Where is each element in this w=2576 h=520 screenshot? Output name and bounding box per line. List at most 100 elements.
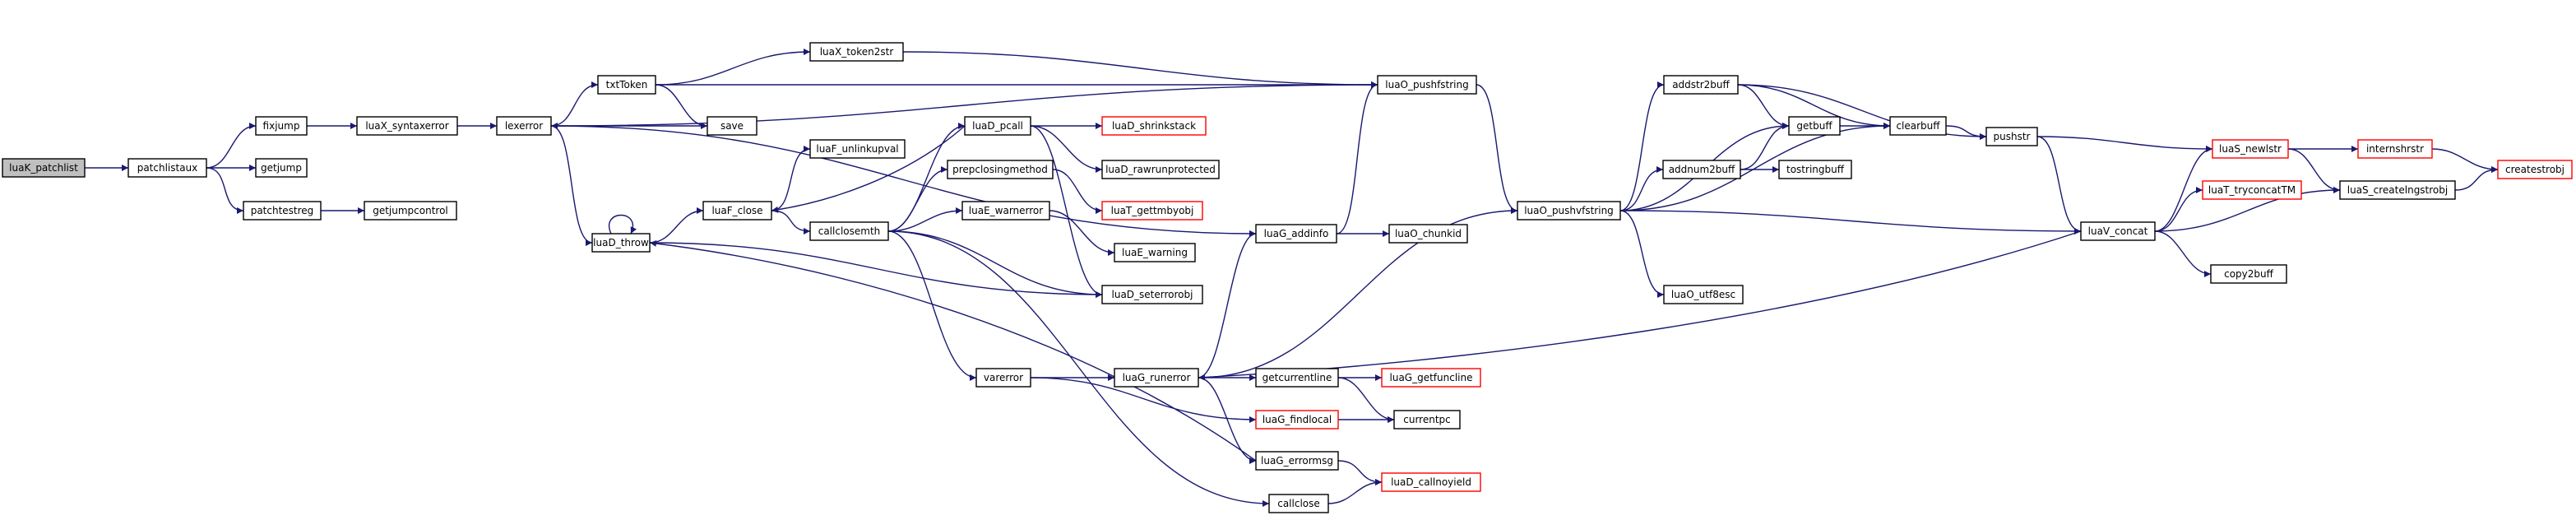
node-label: callclosemth [818,225,881,237]
node-getjump[interactable]: getjump [255,158,308,178]
node-getjumpcontrol[interactable]: getjumpcontrol [364,201,457,221]
node-luaD_pcall[interactable]: luaD_pcall [964,116,1031,136]
node-lexerror[interactable]: lexerror [496,116,552,136]
edge-addstr2buff-to-clearbuff [1737,84,1891,129]
node-box [1517,201,1621,221]
node-patchtestreg[interactable]: patchtestreg [243,201,322,221]
edge-lexerror-to-luaD_throw [550,125,593,246]
node-createstrobj[interactable]: createstrobj [2497,160,2573,179]
node-copy2buff[interactable]: copy2buff [2210,264,2287,284]
node-box [809,221,889,241]
node-label: luaD_rawrunprotected [1105,164,1216,175]
node-luaE_warning[interactable]: luaE_warning [1114,243,1196,262]
node-luaF_unlinkupval[interactable]: luaF_unlinkupval [809,139,906,159]
node-luaS_createlngstrobj[interactable]: luaS_createlngstrobj [2339,180,2456,200]
node-luaG_findlocal[interactable]: luaG_findlocal [1255,410,1339,429]
node-pushstr[interactable]: pushstr [1985,127,2038,146]
edge-luaS_createlngstrobj-to-createstrobj [2454,166,2499,191]
edge-luaG_addinfo-to-luaO_pushfstring [1336,81,1378,234]
node-label: luaS_createlngstrobj [2347,184,2448,196]
node-label: luaO_chunkid [1395,228,1462,239]
node-getbuff[interactable]: getbuff [1788,116,1841,136]
node-label: luaT_gettmbyobj [1111,205,1194,216]
node-label: luaO_pushvfstring [1524,205,1614,216]
node-luaG_getfuncline[interactable]: luaG_getfuncline [1381,368,1481,388]
edge-luaF_close-to-callclosemth [771,210,811,234]
node-label: clearbuff [1896,120,1940,132]
edge-luaE_warnerror-to-luaE_warning [1049,210,1115,256]
node-luaX_token2str[interactable]: luaX_token2str [809,42,904,62]
node-prepclosingmethod[interactable]: prepclosingmethod [947,160,1054,179]
node-txtToken[interactable]: txtToken [597,75,656,95]
node-luaD_seterrorobj[interactable]: luaD_seterrorobj [1101,285,1203,304]
node-luaO_pushvfstring[interactable]: luaO_pushvfstring [1517,201,1621,221]
node-luaK_patchlist[interactable]: luaK_patchlist [2,158,86,178]
edge-luaV_concat-to-luaS_createlngstrobj [2154,187,2341,232]
node-tostringbuff[interactable]: tostringbuff [1778,160,1852,179]
node-box [2,158,86,178]
node-save[interactable]: save [707,116,758,136]
edge-patchlistaux-to-fixjump [206,123,257,169]
node-luaT_gettmbyobj[interactable]: luaT_gettmbyobj [1101,201,1203,221]
node-luaF_close[interactable]: luaF_close [702,201,772,221]
node-addnum2buff[interactable]: addnum2buff [1662,160,1741,179]
node-getcurrentline[interactable]: getcurrentline [1255,368,1339,388]
node-patchlistaux[interactable]: patchlistaux [127,158,207,178]
node-luaT_tryconcatTM[interactable]: luaT_tryconcatTM [2202,180,2302,200]
node-internshrstr[interactable]: internshrstr [2357,139,2433,159]
edge-luaG_errormsg-to-luaD_callnoyield [1337,460,1383,485]
edge-luaO_pushfstring-to-luaO_pushvfstring [1476,84,1518,214]
node-label: save [720,120,744,132]
node-callclose[interactable]: callclose [1268,494,1329,513]
node-luaX_syntaxerror[interactable]: luaX_syntaxerror [356,116,458,136]
node-luaG_addinfo[interactable]: luaG_addinfo [1255,224,1337,244]
node-luaG_runerror[interactable]: luaG_runerror [1114,368,1199,388]
node-label: luaF_unlinkupval [816,143,898,155]
node-luaO_utf8esc[interactable]: luaO_utf8esc [1663,285,1744,304]
edge-luaD_throw-to-luaF_close [649,207,704,244]
node-luaS_newlstr[interactable]: luaS_newlstr [2212,139,2289,159]
node-box [1377,75,1477,95]
node-label: luaG_addinfo [1264,228,1329,239]
node-luaD_rawrunprotected[interactable]: luaD_rawrunprotected [1101,160,1220,179]
node-clearbuff[interactable]: clearbuff [1889,116,1947,136]
edge-luaF_close-to-luaF_unlinkupval [771,146,811,211]
node-luaD_shrinkstack[interactable]: luaD_shrinkstack [1101,116,1207,136]
node-luaE_warnerror[interactable]: luaE_warnerror [961,201,1050,221]
node-fixjump[interactable]: fixjump [255,116,308,136]
node-addstr2buff[interactable]: addstr2buff [1663,75,1739,95]
node-luaV_concat[interactable]: luaV_concat [2080,221,2156,241]
node-currentpc[interactable]: currentpc [1393,410,1461,429]
edge-luaG_errormsg-to-luaD_throw [649,239,1257,462]
node-label: luaG_findlocal [1263,414,1332,425]
node-label: luaS_newlstr [2219,143,2282,155]
node-label: luaD_callnoyield [1391,476,1471,488]
node-label: addnum2buff [1669,164,1735,175]
edge-luaV_concat-to-luaT_tryconcatTM [2154,187,2203,232]
edge-callclosemth-to-callclose [887,230,1270,507]
node-box [1101,160,1220,179]
node-callclosemth[interactable]: callclosemth [809,221,889,241]
node-box [1114,368,1199,388]
node-luaD_throw[interactable]: luaD_throw [591,233,651,253]
node-luaG_errormsg[interactable]: luaG_errormsg [1255,451,1339,471]
node-box [597,75,656,95]
edge-addnum2buff-to-getbuff [1740,123,1790,170]
node-luaO_chunkid[interactable]: luaO_chunkid [1388,224,1468,244]
node-box [1268,494,1329,513]
edge-patchlistaux-to-patchtestreg [206,167,244,214]
node-luaO_pushfstring[interactable]: luaO_pushfstring [1377,75,1477,95]
edge-internshrstr-to-createstrobj [2431,148,2499,173]
node-box [975,368,1031,388]
node-label: luaT_tryconcatTM [2208,184,2296,196]
node-label: createstrobj [2505,164,2564,175]
node-label: luaG_errormsg [1261,455,1333,467]
node-box [356,116,458,136]
edge-txtToken-to-save [655,84,708,129]
edge-callclosemth-to-luaD_seterrorobj [887,230,1103,298]
node-box [1101,285,1203,304]
node-varerror[interactable]: varerror [975,368,1031,388]
node-luaD_callnoyield[interactable]: luaD_callnoyield [1381,472,1481,492]
node-label: getbuff [1796,120,1832,132]
